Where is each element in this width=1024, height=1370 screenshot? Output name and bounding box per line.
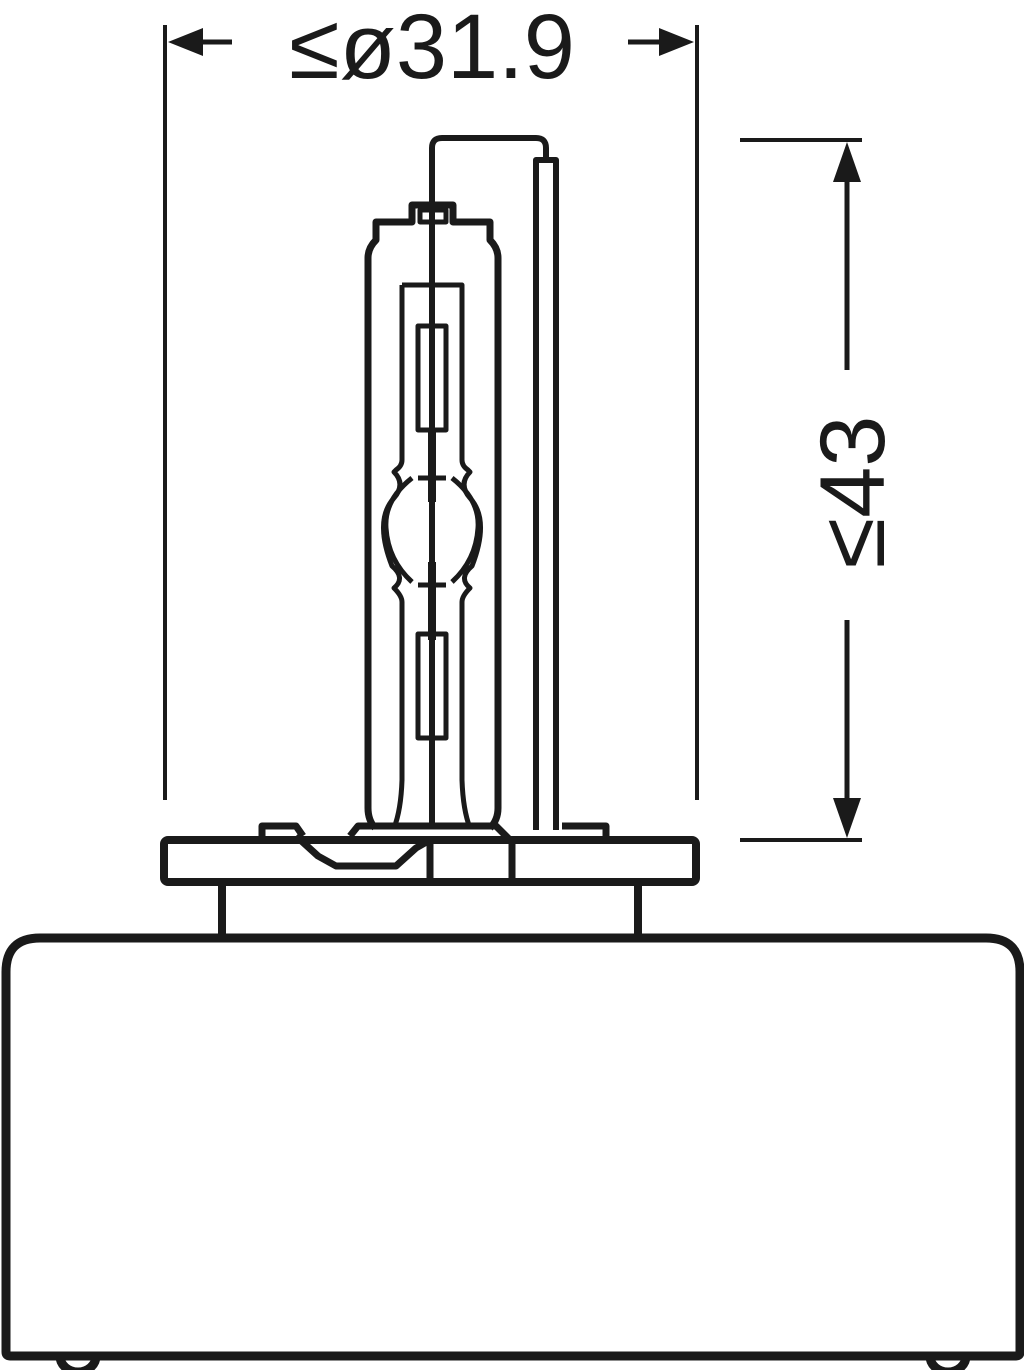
height-arrowhead-bottom-icon — [833, 798, 861, 838]
arc-tube — [381, 282, 483, 829]
width-dimension: ≤ø31.9 — [163, 0, 699, 800]
housing-foot-left — [55, 1355, 101, 1370]
width-dimension-label: ≤ø31.9 — [289, 0, 575, 98]
height-dimension-label: ≤43 — [802, 416, 904, 569]
height-dimension: ≤43 — [740, 138, 904, 842]
width-arrowhead-left-icon — [168, 28, 203, 56]
housing-foot-right — [925, 1355, 971, 1370]
return-rod — [533, 157, 559, 830]
width-arrowhead-right-icon — [659, 28, 694, 56]
height-arrowhead-top-icon — [833, 142, 861, 182]
flange-clip-left — [258, 822, 306, 840]
burner-bulge — [383, 476, 481, 584]
bulb-base — [1, 822, 1024, 1370]
return-wire — [429, 135, 549, 210]
flange-seat — [347, 822, 513, 843]
bulb — [364, 135, 559, 831]
igniter-housing — [1, 933, 1024, 1361]
flange-clip-right — [562, 822, 610, 840]
flange-recess — [293, 833, 432, 870]
